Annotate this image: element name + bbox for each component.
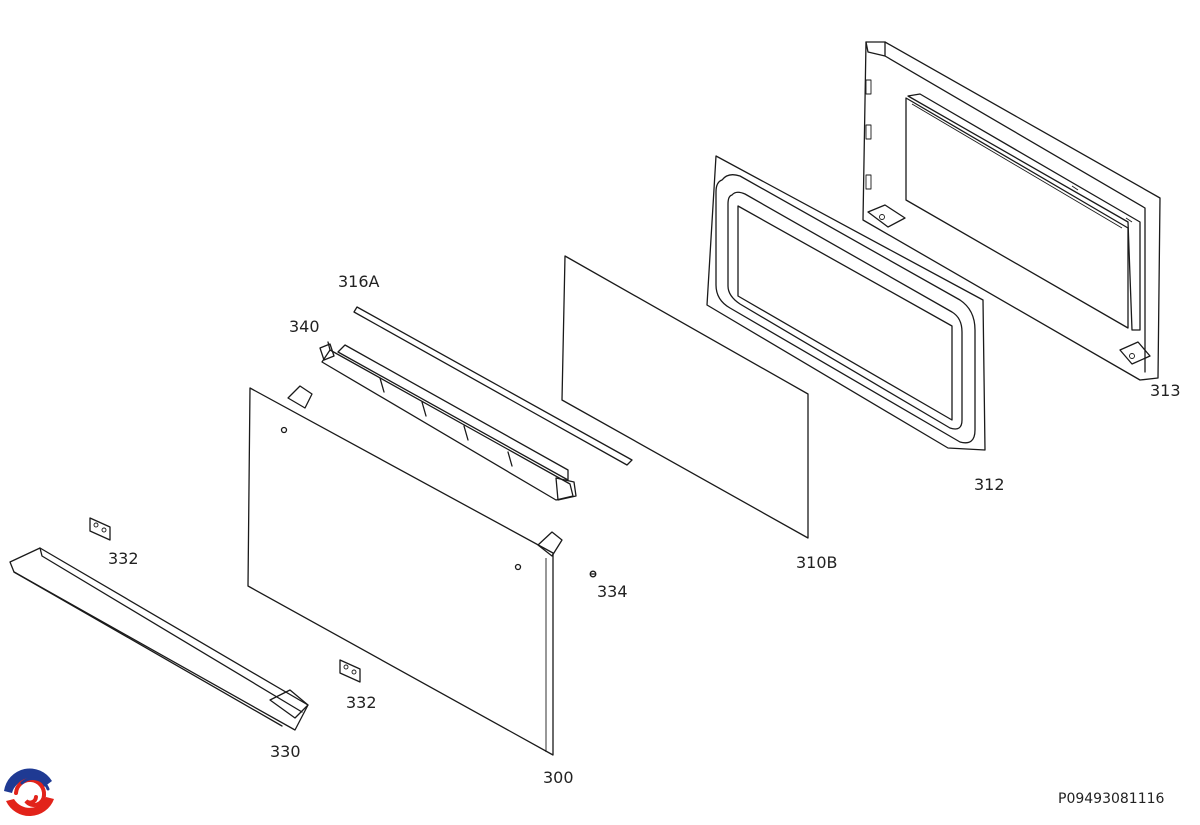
- callout-316A: 316A: [338, 272, 380, 291]
- callout-312: 312: [974, 475, 1005, 494]
- part-312-gasket-frame: [706, 155, 986, 451]
- callout-332-top: 332: [108, 549, 139, 568]
- callout-310B: 310B: [796, 553, 838, 572]
- part-340-hinge-rail: [319, 341, 577, 501]
- callout-332-bottom: 332: [346, 693, 377, 712]
- callout-313: 313: [1150, 381, 1181, 400]
- part-313-rear-frame: [862, 41, 1161, 381]
- callout-300: 300: [543, 768, 574, 787]
- part-334-screw: [589, 570, 597, 578]
- callout-334: 334: [597, 582, 628, 601]
- document-number: P09493081116: [1058, 791, 1165, 807]
- part-332-mount-bottom: [339, 659, 361, 683]
- part-300-front-door: [247, 385, 563, 756]
- swirl-logo-icon: [2, 767, 58, 823]
- callout-340: 340: [289, 317, 320, 336]
- part-330-handle: [9, 547, 309, 731]
- part-310B-glass-pane: [561, 255, 809, 539]
- part-332-mount-top: [89, 517, 111, 541]
- callout-330: 330: [270, 742, 301, 761]
- part-316A-seal-strip: [353, 306, 633, 466]
